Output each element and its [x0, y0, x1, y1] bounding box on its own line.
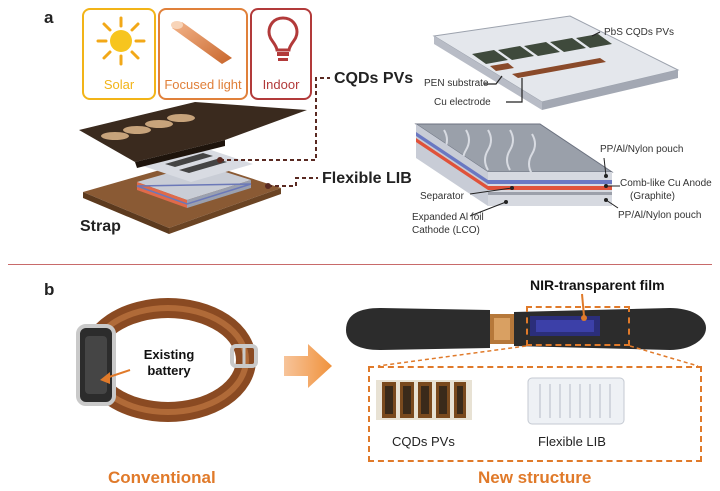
existing-battery-label: Existing battery [143, 347, 195, 378]
indoor-source-box: Indoor [250, 8, 312, 100]
panel-divider [8, 264, 712, 265]
indoor-label: Indoor [262, 77, 300, 92]
light-beam-icon [171, 21, 232, 64]
cqds-pvs-label: CQDs PVs [334, 70, 414, 87]
cu-electrode-label: Cu electrode [434, 97, 491, 108]
lib-detail-diagram [414, 123, 614, 206]
sun-icon [96, 16, 146, 66]
nir-film-label: NIR-transparent film [530, 277, 665, 293]
panel-b-letter: b [44, 280, 55, 299]
solar-label: Solar [103, 77, 135, 92]
pouch-bottom-label: PP/Al/Nylon pouch [618, 210, 702, 221]
light-bulb-icon [267, 16, 299, 61]
pv-detail-diagram [432, 15, 680, 110]
transition-arrow-icon [284, 344, 332, 388]
film-highlight-box [526, 306, 630, 346]
new-structure-detail-box: CQDs PVs Flexible LIB [368, 366, 702, 462]
pen-substrate-label: PEN substrate [424, 78, 489, 89]
focused-light-source-box: Focused light [158, 8, 248, 100]
conventional-watch-illustration [76, 298, 258, 422]
focused-light-label: Focused light [164, 77, 242, 92]
flexible-lib-caption: Flexible LIB [538, 434, 606, 449]
device-stack-illustration [79, 102, 307, 234]
anode-label: Comb-like Cu Anode [620, 178, 712, 189]
pouch-top-label: PP/Al/Nylon pouch [600, 144, 684, 155]
strap-top-flap [79, 102, 307, 162]
panel-a-letter: a [44, 8, 54, 27]
conventional-label: Conventional [108, 468, 216, 487]
anode-graphite-label: (Graphite) [630, 191, 676, 202]
flexible-lib-photo [527, 377, 625, 425]
new-structure-label: New structure [478, 468, 592, 487]
strap-label: Strap [80, 218, 121, 235]
lib-layer [137, 164, 251, 200]
flexible-lib-label: Flexible LIB [322, 170, 412, 187]
solar-source-box: Solar [82, 8, 156, 100]
pbs-cqds-pvs-label: PbS CQDs PVs [604, 27, 675, 38]
separator-label: Separator [420, 191, 464, 202]
cqds-pvs-caption: CQDs PVs [392, 434, 455, 449]
new-strap-illustration [346, 308, 706, 350]
cathode-lco-label: Cathode (LCO) [412, 225, 480, 236]
cathode-foil-label: Expanded Al foil [412, 212, 484, 223]
cqds-pvs-photo [376, 380, 472, 420]
